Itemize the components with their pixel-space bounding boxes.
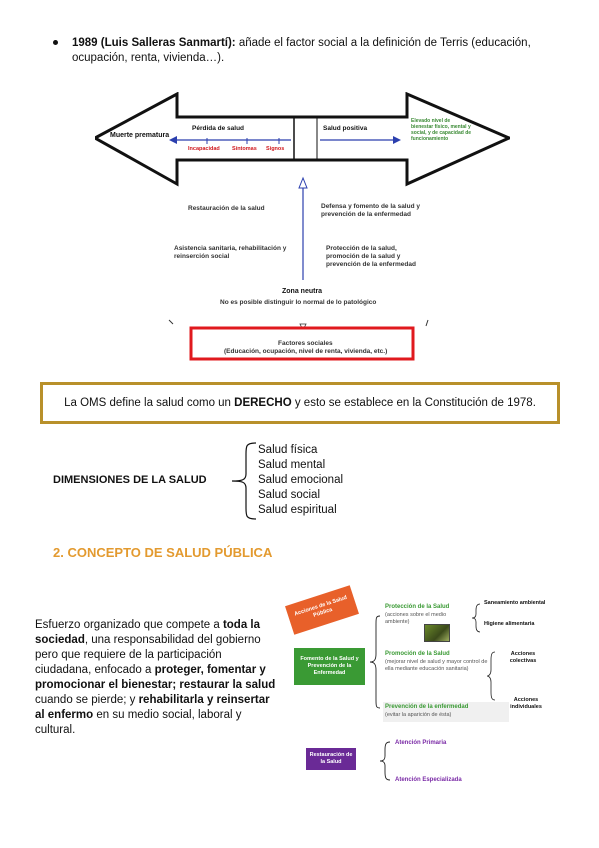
- dimensions-brace: [231, 442, 257, 520]
- primaria-label: Atención Primaria: [395, 740, 447, 746]
- assistance-label: Asistencia sanitaria, rehabilitación y r…: [174, 245, 287, 260]
- dimension-item: Salud física: [258, 444, 318, 456]
- social-factors-title: Factores sociales: [278, 340, 333, 347]
- loss-item-2: Síntomas: [232, 146, 257, 152]
- bullet-body: añade el factor social a la definición d…: [72, 37, 531, 64]
- fomento-box: Fomento de la Salud y Prevención de la E…: [294, 648, 365, 685]
- restauracion-label: Restauración de la Salud: [309, 752, 353, 765]
- health-continuum-diagram: [95, 92, 510, 361]
- right-end-label: Elevado nivel de bienestar físico, menta…: [411, 118, 472, 142]
- defense-label: Defensa y fomento de la salud y prevenci…: [321, 203, 420, 218]
- proteccion-title: Protección de la Salud: [385, 604, 450, 610]
- loss-item-1: Incapacidad: [188, 146, 220, 152]
- loss-item-3: Signos: [266, 146, 285, 152]
- prevencion-title: Prevención de la enfermedad: [385, 704, 469, 710]
- neutral-zone-label: Zona neutra: [282, 288, 323, 295]
- oms-strong: DERECHO: [234, 397, 292, 409]
- loss-label: Pérdida de salud: [192, 125, 245, 132]
- oms-before: La OMS define la salud como un: [64, 397, 235, 409]
- para-text-4: en su medio social, laboral y cultural.: [35, 709, 242, 736]
- para-bold-1: toda la sociedad: [35, 619, 261, 646]
- bullet-author: 1989 (Luis Salleras Sanmartí):: [72, 37, 236, 49]
- prevencion-description: (evitar la aparición de ésta): [385, 712, 452, 718]
- bullet-dot: [53, 40, 58, 45]
- para-text-1: Esfuerzo organizado que compete a: [35, 619, 223, 631]
- proteccion-description: (acciones sobre el medio ambiente): [385, 612, 447, 625]
- social-factors-frame: [189, 326, 415, 361]
- double-arrow-shape: [95, 92, 510, 187]
- loss-arrowhead: [169, 136, 177, 144]
- positive-arrowhead: [393, 136, 401, 144]
- mark-left: [168, 319, 174, 325]
- neutral-description: No es posible distinguir lo normal de lo…: [220, 299, 377, 306]
- dimension-item: Salud social: [258, 489, 321, 501]
- para-bold-2: proteger, fomentar y promocionar el bien…: [35, 664, 276, 691]
- para-text-2: , una responsabilidad del gobierno pero …: [35, 634, 261, 676]
- higiene-label: Higiene alimentaria: [484, 621, 535, 627]
- individuales-label: Acciones individuales: [510, 697, 542, 710]
- saneamiento-label: Saneamiento ambiental: [484, 600, 546, 606]
- dimensions-list: Salud física Salud mental Salud emociona…: [258, 443, 343, 518]
- left-end-label: Muerte prematura: [110, 132, 170, 139]
- promocion-title: Promoción de la Salud: [385, 651, 450, 657]
- vertical-arrowhead: [298, 176, 308, 189]
- section-title: 2. CONCEPTO DE SALUD PÚBLICA: [53, 545, 273, 560]
- colectivas-label: Acciones colectivas: [509, 651, 537, 664]
- dimension-item: Salud espiritual: [258, 504, 337, 516]
- restauracion-box: Restauración de la Salud: [306, 748, 356, 770]
- prevencion-bg: [383, 702, 509, 722]
- dimension-item: Salud mental: [258, 459, 326, 471]
- concept-map-lines: [369, 603, 496, 781]
- fomento-label: Fomento de la Salud y Prevención de la E…: [300, 656, 359, 676]
- dimension-item: Salud emocional: [258, 474, 344, 486]
- dimensions-title: DIMENSIONES DE LA SALUD: [53, 474, 207, 486]
- para-text-3: cuando se pierde; y: [35, 694, 139, 706]
- environment-image: [424, 624, 450, 642]
- public-health-paragraph: Esfuerzo organizado que compete a toda l…: [35, 618, 277, 738]
- promocion-description: (mejorar nivel de salud y mayor control …: [385, 659, 488, 672]
- positive-label: Salud positiva: [323, 125, 368, 132]
- bullet-paragraph: 1989 (Luis Salleras Sanmartí): añade el …: [72, 36, 572, 66]
- social-factors-description: (Educación, ocupación, nivel de renta, v…: [224, 348, 388, 355]
- especializada-label: Atención Especializada: [395, 777, 462, 783]
- mark-right: [425, 319, 429, 327]
- oms-callout-box: La OMS define la salud como un DERECHO y…: [40, 382, 560, 424]
- restoration-label: Restauración de la salud: [188, 205, 265, 212]
- protection-label: Protección de la salud, promoción de la …: [326, 245, 416, 268]
- oms-after: y esto se establece en la Constitución d…: [291, 397, 536, 409]
- para-bold-3: rehabilitarla y reinsertar al enfermo: [35, 694, 270, 721]
